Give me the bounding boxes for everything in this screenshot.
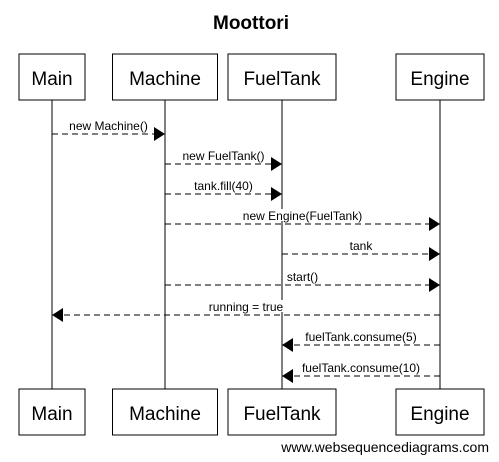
participant-label: Engine — [410, 404, 469, 425]
participant-label: Main — [31, 69, 72, 90]
participant-box — [18, 388, 86, 436]
message-6: start() — [165, 270, 440, 292]
message-2: new FuelTank() — [165, 149, 282, 171]
message-label-background — [207, 300, 285, 312]
participant-box — [227, 53, 337, 101]
message-9: fuelTank.consume(10) — [282, 361, 440, 383]
message-arrow-head — [429, 217, 440, 231]
participant-boxes: MainMainMachineMachineFuelTankFuelTankEn… — [18, 53, 485, 436]
message-arrow-head — [282, 369, 293, 383]
message-8: fuelTank.consume(5) — [282, 330, 440, 352]
message-label: start() — [287, 270, 318, 284]
message-label: new FuelTank() — [182, 149, 264, 163]
message-7: running = true — [52, 300, 440, 322]
diagram-title: Moottori — [213, 13, 289, 34]
message-label-background — [304, 330, 418, 342]
message-label-background — [241, 209, 364, 221]
message-arrow-head — [282, 338, 293, 352]
participant-top-fueltank: FuelTank — [227, 53, 337, 101]
participant-bottom-machine: Machine — [112, 388, 218, 436]
participant-box — [395, 53, 485, 101]
participant-box — [395, 388, 485, 436]
message-label-background — [181, 149, 266, 161]
message-label: new Engine(FuelTank) — [243, 209, 362, 223]
participant-box — [112, 388, 218, 436]
participant-label: Machine — [129, 69, 201, 90]
message-label-background — [68, 119, 149, 131]
footer-watermark: www.websequencediagrams.com — [280, 439, 489, 455]
participant-bottom-main: Main — [18, 388, 86, 436]
message-arrow-head — [429, 278, 440, 292]
messages: new Machine() new FuelTank() tank.fill(40)… — [52, 119, 440, 383]
message-4: new Engine(FuelTank) — [165, 209, 440, 231]
message-label-background — [300, 361, 422, 373]
message-3: tank.fill(40) — [165, 179, 282, 201]
message-5: tank — [282, 239, 440, 261]
message-arrow-head — [271, 157, 282, 171]
participant-bottom-fueltank: FuelTank — [227, 388, 337, 436]
message-1: new Machine() — [52, 119, 165, 141]
message-label: tank — [350, 239, 374, 253]
participant-box — [18, 53, 86, 101]
participant-label: Engine — [410, 69, 469, 90]
message-arrow-head — [154, 127, 165, 141]
participant-label: Main — [31, 404, 72, 425]
message-label: new Machine() — [69, 119, 148, 133]
message-arrow-head — [429, 247, 440, 261]
message-label: fuelTank.consume(10) — [302, 361, 420, 375]
participant-top-main: Main — [18, 53, 86, 101]
participant-top-machine: Machine — [112, 53, 218, 101]
message-arrow-head — [52, 308, 63, 322]
lifelines — [51, 100, 441, 389]
message-label-background — [193, 179, 254, 191]
participant-label: Machine — [129, 404, 201, 425]
message-arrow-head — [271, 187, 282, 201]
message-label-background — [348, 239, 375, 251]
participant-bottom-engine: Engine — [395, 388, 485, 436]
message-label: fuelTank.consume(5) — [305, 330, 416, 344]
participant-box — [227, 388, 337, 436]
message-label-background — [285, 270, 320, 282]
participant-label: FuelTank — [243, 69, 321, 90]
message-label: tank.fill(40) — [194, 179, 253, 193]
participant-label: FuelTank — [243, 404, 321, 425]
message-label: running = true — [209, 300, 284, 314]
participant-box — [112, 53, 218, 101]
participant-top-engine: Engine — [395, 53, 485, 101]
